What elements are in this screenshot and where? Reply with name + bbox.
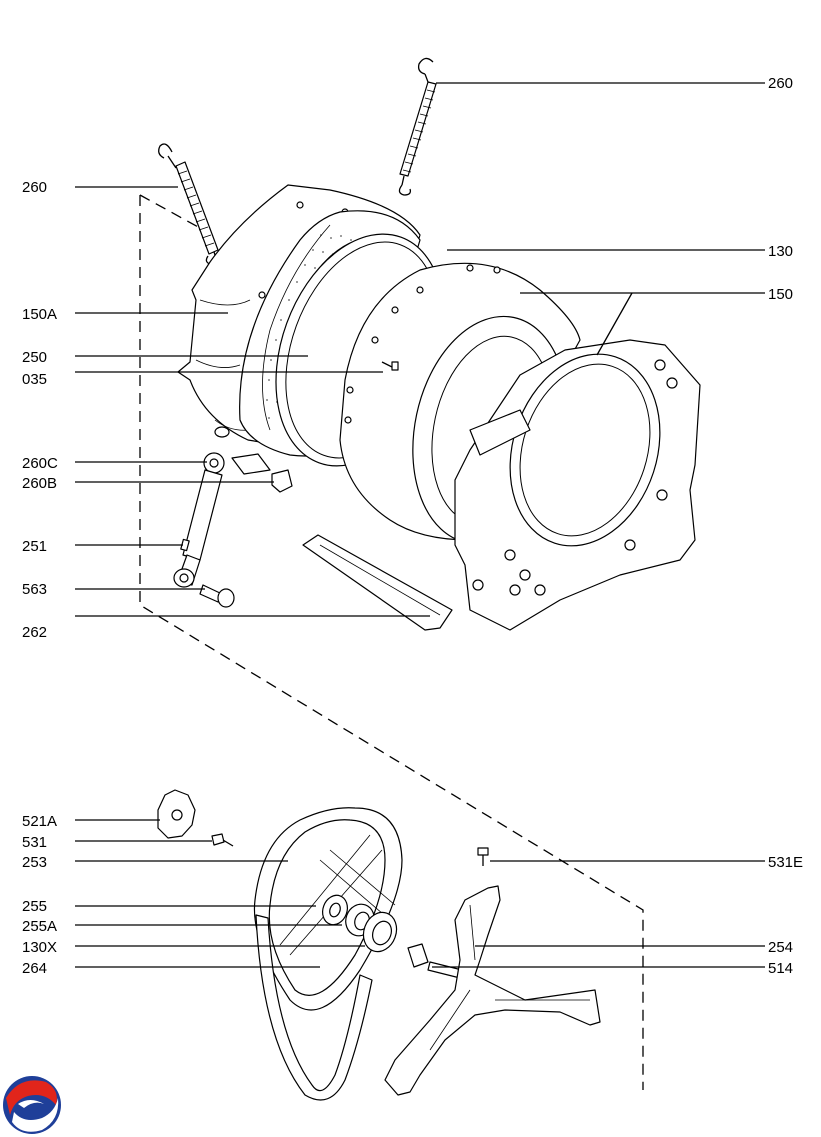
label-514: 514 bbox=[768, 960, 793, 977]
label-260-top: 260 bbox=[768, 75, 793, 92]
label-563: 563 bbox=[22, 581, 47, 598]
label-150: 150 bbox=[768, 286, 793, 303]
clip-260b bbox=[271, 469, 293, 493]
label-035: 035 bbox=[22, 371, 47, 388]
spider-254 bbox=[384, 885, 601, 1096]
clip-260c bbox=[231, 453, 271, 475]
label-260c: 260C bbox=[22, 455, 58, 472]
screw-035 bbox=[381, 361, 399, 371]
brand-logo-icon bbox=[3, 1076, 61, 1134]
screw-531 bbox=[211, 833, 234, 847]
label-150a: 150A bbox=[22, 306, 57, 323]
spring-260-top bbox=[398, 57, 437, 196]
label-255a: 255A bbox=[22, 918, 57, 935]
label-260b: 260B bbox=[22, 475, 57, 492]
label-253: 253 bbox=[22, 854, 47, 871]
label-130x: 130X bbox=[22, 939, 57, 956]
label-254: 254 bbox=[768, 939, 793, 956]
bearing-255 bbox=[322, 894, 348, 926]
gear-521a bbox=[157, 789, 196, 839]
front-counterweight bbox=[454, 339, 701, 631]
label-255: 255 bbox=[22, 898, 47, 915]
label-264: 264 bbox=[22, 960, 47, 977]
damper-251 bbox=[173, 452, 225, 588]
screw-531e bbox=[477, 847, 489, 866]
label-531e: 531E bbox=[768, 854, 803, 871]
part-labels: 260 260 130 150 150A 250 035 260C 260B 2… bbox=[22, 75, 803, 977]
label-262: 262 bbox=[22, 624, 47, 641]
leader-lines bbox=[75, 82, 765, 968]
bolt-563 bbox=[199, 584, 235, 608]
label-260-left: 260 bbox=[22, 179, 47, 196]
label-521a: 521A bbox=[22, 813, 57, 830]
dashed-outline bbox=[139, 194, 644, 1090]
spring-260-left bbox=[158, 143, 219, 265]
label-251: 251 bbox=[22, 538, 47, 555]
seal-130x bbox=[362, 911, 398, 953]
belt-264 bbox=[255, 914, 373, 1101]
label-531: 531 bbox=[22, 834, 47, 851]
label-130: 130 bbox=[768, 243, 793, 260]
shaft-514 bbox=[407, 943, 463, 979]
label-250: 250 bbox=[22, 349, 47, 366]
